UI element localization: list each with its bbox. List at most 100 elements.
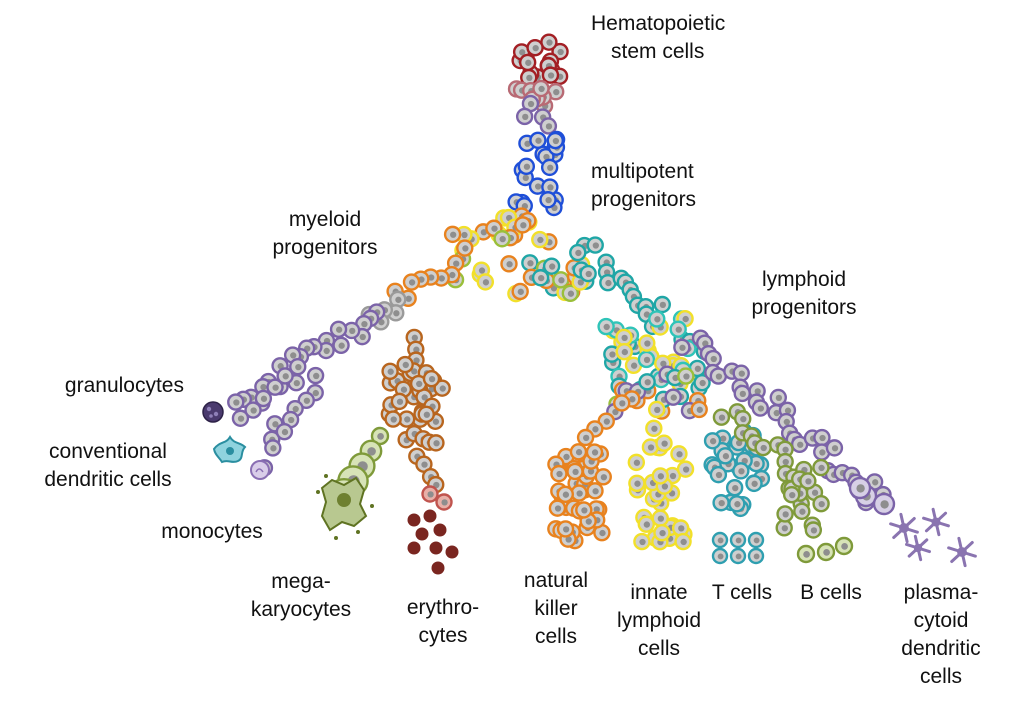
nk-cell: [550, 464, 568, 483]
lymphoid-progenitor-cell: [648, 310, 666, 328]
progenitor-cell: [552, 271, 570, 289]
erythroid-lineage-cell: [396, 355, 414, 374]
progenitor-cell: [500, 255, 518, 273]
granulocyte-lineage-cell: [254, 389, 273, 408]
label-b-cells: B cells: [800, 581, 862, 604]
bcell: [776, 505, 794, 523]
erythroid-lineage-cell: [397, 410, 416, 428]
ilc-cell: [645, 419, 663, 438]
hsc-cell: [520, 68, 538, 87]
erythroid-lineage-cell: [417, 405, 435, 424]
monocyte-lineage-cell: [275, 422, 294, 441]
erythrocyte-cell: [407, 541, 421, 555]
progenitor-cell: [561, 284, 580, 302]
bcell: [782, 486, 801, 504]
bcell: [793, 502, 811, 520]
monocyte-lineage-cell: [264, 439, 282, 457]
pdc-lineage-cell: [825, 439, 844, 457]
plasma-bcell: [796, 544, 816, 564]
tcell: [747, 531, 765, 549]
progenitor-cell: [514, 216, 532, 234]
label-t-cells: T cells: [711, 581, 773, 604]
tcell: [747, 547, 765, 565]
pdc-cell: [872, 492, 896, 516]
progenitor-cell: [531, 269, 550, 287]
erythroid-lineage-cell: [384, 410, 402, 428]
megakaryocyte-cell-icon: [316, 474, 374, 540]
hsc-cell: [546, 83, 565, 101]
tcell: [729, 547, 747, 565]
ilc-cell: [633, 532, 651, 551]
lymphoid-progenitor-cell: [669, 320, 687, 338]
plasma-bcell: [834, 536, 854, 556]
ilc-cell: [628, 474, 646, 492]
pdc-lineage-cell: [704, 349, 722, 368]
ilc-cell: [676, 460, 695, 478]
label-megakaryocytes: mega-karyocytes: [250, 570, 352, 621]
ilc-cell: [647, 400, 666, 419]
progenitor-cell: [542, 257, 561, 275]
tcell: [745, 474, 763, 493]
lymphoid-progenitor-cell: [637, 350, 656, 369]
plasmacytoid-dendritic-cell-icons: [889, 507, 977, 568]
label-granulocytes: granulocytes: [64, 374, 184, 397]
label-monocytes: monocytes: [161, 520, 263, 543]
myeloid-progenitor-cell: [402, 273, 421, 291]
lymphoid-progenitor-cell: [579, 264, 597, 283]
lymphoid-progenitor-cell: [653, 295, 671, 314]
erythroid-lineage-cell: [435, 493, 453, 511]
ilc-cell: [670, 445, 688, 463]
granulocyte-lineage-cell: [231, 409, 250, 427]
lymphoid-progenitor-cell: [693, 373, 711, 392]
erythroid-lineage-cell: [381, 362, 399, 380]
hsc-cell: [518, 53, 537, 72]
erythroid-lineage-cell: [427, 434, 445, 452]
nk-cell: [556, 485, 574, 503]
bcell: [799, 472, 817, 490]
cell-lineage-tree: [227, 33, 896, 575]
ilc-cell: [651, 509, 669, 527]
bcell: [712, 408, 731, 426]
tcell: [711, 547, 729, 565]
granulocyte-lineage-cell: [227, 393, 245, 411]
erythroid-lineage-cell: [390, 392, 409, 411]
megakaryocyte-lineage-cell: [370, 426, 390, 446]
tcell: [703, 432, 722, 450]
lymphoid-progenitor-cell: [690, 400, 708, 419]
plasma-bcell: [816, 542, 836, 562]
lymphoid-progenitor-cell: [586, 236, 604, 254]
erythroid-lineage-cell: [433, 379, 451, 397]
erythrocyte-cell: [431, 561, 445, 575]
nk-cell: [566, 462, 584, 481]
erythrocyte-cell: [423, 509, 437, 523]
mpp-cell: [529, 131, 547, 149]
nk-cell: [594, 468, 612, 486]
lymphoid-progenitor-cell: [615, 342, 633, 361]
lymphoid-progenitor-cell: [613, 394, 631, 412]
mpp-cell: [539, 191, 557, 209]
tcell: [725, 478, 744, 497]
ilc-cell: [637, 515, 655, 533]
transition-cell: [539, 117, 558, 135]
ilc-cell: [627, 453, 646, 472]
conventional-dendritic-cell-icon: [212, 434, 247, 464]
nk-cell: [586, 482, 604, 500]
nk-cell: [556, 520, 575, 538]
lymphoid-progenitor-cell: [615, 328, 633, 347]
lymphoid-progenitor-cell: [677, 367, 695, 385]
erythrocyte-cell: [429, 541, 443, 555]
erythroid-lineage-cell: [422, 369, 441, 388]
tcell: [728, 495, 746, 513]
tcell: [712, 494, 730, 512]
lymphoid-progenitor-cell: [638, 373, 656, 391]
pdc-cell: [848, 476, 872, 500]
pdc-lineage-cell: [813, 428, 831, 447]
bcell: [734, 410, 752, 428]
